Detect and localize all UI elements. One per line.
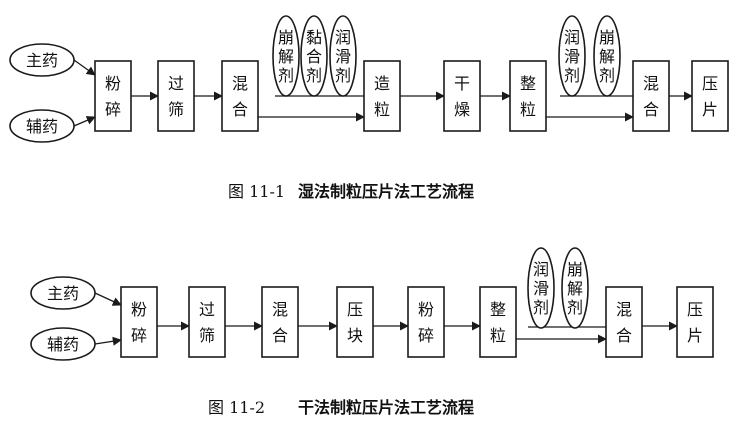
step-box-2-8-char: 压: [687, 300, 703, 319]
edge-excipient-to-crush-2: [94, 336, 122, 346]
step-box-3-char: 合: [232, 100, 248, 119]
step-box-7-char: 合: [643, 100, 659, 119]
additive-oval-a3-char: 剂: [335, 66, 351, 85]
step-box-2-5: 粉碎: [407, 286, 445, 358]
step-box-2-3-char: 混: [272, 300, 288, 319]
additive-oval-b2-char: 剂: [599, 66, 615, 85]
step-box-6-char: 粒: [520, 100, 536, 119]
step-box-2-2-char: 过: [199, 300, 215, 319]
step-box-2-1: 粉碎: [120, 286, 158, 358]
step-box-8-char: 压: [702, 74, 718, 93]
edge-excipient-to-crush: [73, 116, 96, 127]
input-oval-excipient-label: 辅药: [26, 117, 58, 136]
step-box-1-char: 碎: [105, 100, 121, 119]
step-box-1-char: 粉: [105, 74, 121, 93]
step-box-2-7: 混合: [605, 286, 643, 358]
additive-oval-b2-char: 解: [599, 47, 615, 66]
additive-oval-2-2: 崩解剂: [561, 247, 589, 329]
additive-oval-2-2-char: 崩: [567, 260, 583, 279]
step-box-2-8-char: 片: [687, 326, 703, 345]
step-box-2-2: 过筛: [188, 286, 226, 358]
additive-oval-a2-char: 剂: [306, 66, 322, 85]
additive-oval-b1: 润滑剂: [558, 15, 586, 97]
step-box-2-1-char: 碎: [131, 326, 147, 345]
step-box-5-char: 干: [454, 74, 470, 93]
step-box-2-7-char: 混: [616, 300, 632, 319]
step-box-2-4-char: 压: [347, 300, 363, 319]
additive-oval-2-1-char: 润: [533, 260, 549, 279]
figure1-caption-title: 湿法制粒压片法工艺流程: [297, 182, 474, 201]
step-box-2-6: 整粒: [479, 286, 517, 358]
step-box-4-char: 造: [374, 74, 390, 93]
step-box-2-6-char: 整: [490, 300, 506, 319]
step-box-3-char: 混: [232, 74, 248, 93]
additive-oval-b1-char: 滑: [564, 47, 580, 66]
input-oval-excipient-2-label: 辅药: [47, 335, 79, 354]
input-oval-main-drug-2: 主药: [30, 276, 96, 310]
step-box-8: 压片: [691, 60, 729, 132]
additive-oval-a3-char: 润: [335, 28, 351, 47]
step-box-2-8: 压片: [676, 286, 714, 358]
step-box-8-char: 片: [702, 100, 718, 119]
step-box-3: 混合: [221, 60, 259, 132]
input-oval-main-drug: 主药: [9, 43, 75, 77]
step-box-4: 造粒: [363, 60, 401, 132]
step-box-2: 过筛: [157, 60, 195, 132]
step-box-2-char: 筛: [168, 100, 184, 119]
step-box-5: 干燥: [443, 60, 481, 132]
step-box-2-3: 混合: [261, 286, 299, 358]
additive-oval-b2-char: 崩: [599, 28, 615, 47]
additive-oval-2-1: 润滑剂: [527, 247, 555, 329]
additive-oval-a3-char: 滑: [335, 47, 351, 66]
additive-oval-2-2-char: 解: [567, 279, 583, 298]
additive-oval-a2-char: 合: [306, 47, 322, 66]
additive-oval-a1: 崩解剂: [272, 15, 300, 97]
additive-oval-b2: 崩解剂: [593, 15, 621, 97]
step-box-2-4: 压块: [336, 286, 374, 358]
additive-oval-a1-char: 剂: [278, 66, 294, 85]
edge-main-drug-to-crush-2: [94, 292, 122, 306]
figure2-edges: [94, 292, 678, 346]
step-box-2-5-char: 碎: [418, 326, 434, 345]
step-box-2-7-char: 合: [616, 326, 632, 345]
additive-oval-2-1-char: 剂: [533, 298, 549, 317]
additive-oval-a3: 润滑剂: [329, 15, 357, 97]
input-oval-main-drug-2-label: 主药: [47, 284, 79, 303]
additive-oval-b1-char: 剂: [564, 66, 580, 85]
additive-oval-a1-char: 崩: [278, 28, 294, 47]
additive-oval-2-2-char: 剂: [567, 298, 583, 317]
step-box-7-char: 混: [643, 74, 659, 93]
step-box-2-char: 过: [168, 74, 184, 93]
additive-oval-a1-char: 解: [278, 47, 294, 66]
figure1-caption-number: 图 11-1: [228, 182, 285, 201]
step-box-2-5-char: 粉: [418, 300, 434, 319]
step-box-1: 粉碎: [94, 60, 132, 132]
step-box-7: 混合: [632, 60, 670, 132]
additive-oval-a2: 黏合剂: [300, 15, 328, 97]
additive-oval-a2-char: 黏: [306, 28, 322, 47]
step-box-5-char: 燥: [454, 100, 470, 119]
step-box-2-3-char: 合: [272, 326, 288, 345]
step-box-2-6-char: 粒: [490, 326, 506, 345]
input-oval-main-drug-label: 主药: [26, 51, 58, 70]
figure2-caption-title: 干法制粒压片法工艺流程: [298, 398, 474, 417]
step-box-2-4-char: 块: [347, 326, 363, 345]
additive-oval-b1-char: 润: [564, 28, 580, 47]
step-box-2-2-char: 筛: [199, 326, 215, 345]
step-box-6: 整粒: [509, 60, 547, 132]
additive-oval-2-1-char: 滑: [533, 279, 549, 298]
input-oval-excipient: 辅药: [9, 109, 75, 143]
figure2-caption-number: 图 11-2: [208, 398, 265, 417]
step-box-6-char: 整: [520, 74, 536, 93]
step-box-2-1-char: 粉: [131, 300, 147, 319]
input-oval-excipient-2: 辅药: [30, 327, 96, 361]
step-box-4-char: 粒: [374, 100, 390, 119]
edge-main-drug-to-crush: [73, 59, 96, 76]
